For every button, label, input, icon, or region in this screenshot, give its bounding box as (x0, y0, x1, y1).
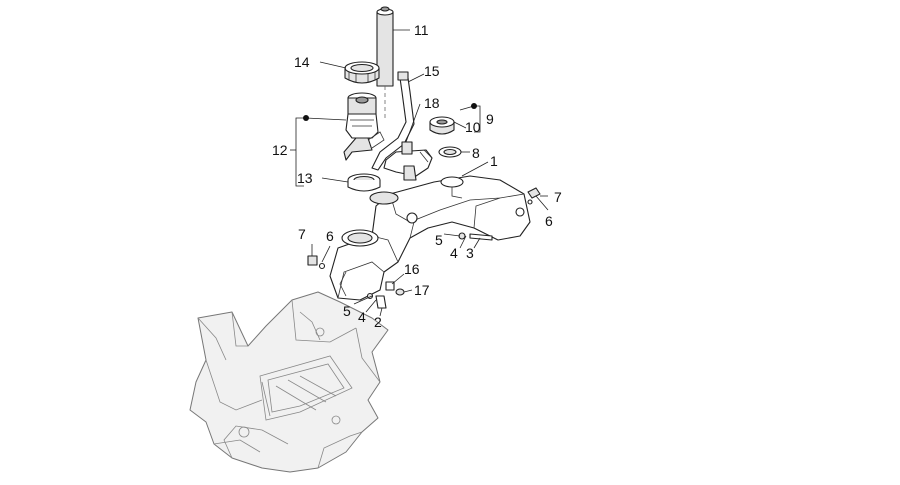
callout-5-upper: 5 (435, 232, 443, 248)
fastener-clip-left (307, 255, 326, 270)
callout-labels: 11 14 15 18 9 10 8 12 13 1 7 6 7 6 5 4 3… (272, 22, 562, 330)
callout-17: 17 (414, 282, 430, 298)
filler-seal (438, 146, 462, 158)
callout-4-upper: 4 (450, 245, 458, 261)
fuel-tank (329, 175, 531, 301)
callout-7-right: 7 (554, 189, 562, 205)
callout-3: 3 (466, 245, 474, 261)
fuel-filler-cap (429, 116, 455, 135)
bullet-pump-group (303, 115, 309, 121)
fastener-screw-lower (366, 292, 387, 309)
pump-gasket (347, 173, 381, 192)
callout-6-right: 6 (545, 213, 553, 229)
callout-11: 11 (414, 22, 429, 38)
callout-7-left: 7 (298, 226, 306, 242)
callout-12: 12 (272, 142, 288, 158)
fuel-pump-assembly (343, 92, 385, 161)
spacer-bushing (385, 281, 395, 291)
fastener-screw-front (458, 232, 493, 241)
callout-18: 18 (424, 95, 440, 111)
callout-6-left: 6 (326, 228, 334, 244)
scooter-frame (189, 291, 389, 473)
callout-5-lower: 5 (343, 303, 351, 319)
bullet-cap-group (471, 103, 477, 109)
callout-9: 9 (486, 111, 494, 127)
callout-13: 13 (297, 170, 313, 186)
callout-10: 10 (465, 119, 481, 135)
tank-washer (395, 288, 405, 296)
fuel-hose (371, 71, 415, 171)
pump-lock-ring (344, 61, 380, 84)
callout-1: 1 (490, 153, 498, 169)
callout-16: 16 (404, 261, 420, 277)
callout-14: 14 (294, 54, 310, 70)
callout-8: 8 (472, 145, 480, 161)
callout-4-lower: 4 (358, 309, 366, 325)
hose-connector (383, 141, 433, 181)
fuel-level-sender (376, 6, 394, 120)
fastener-bolt-right (527, 187, 549, 211)
callout-15: 15 (424, 63, 440, 79)
callout-2: 2 (374, 314, 382, 330)
leader-lines (290, 29, 548, 317)
